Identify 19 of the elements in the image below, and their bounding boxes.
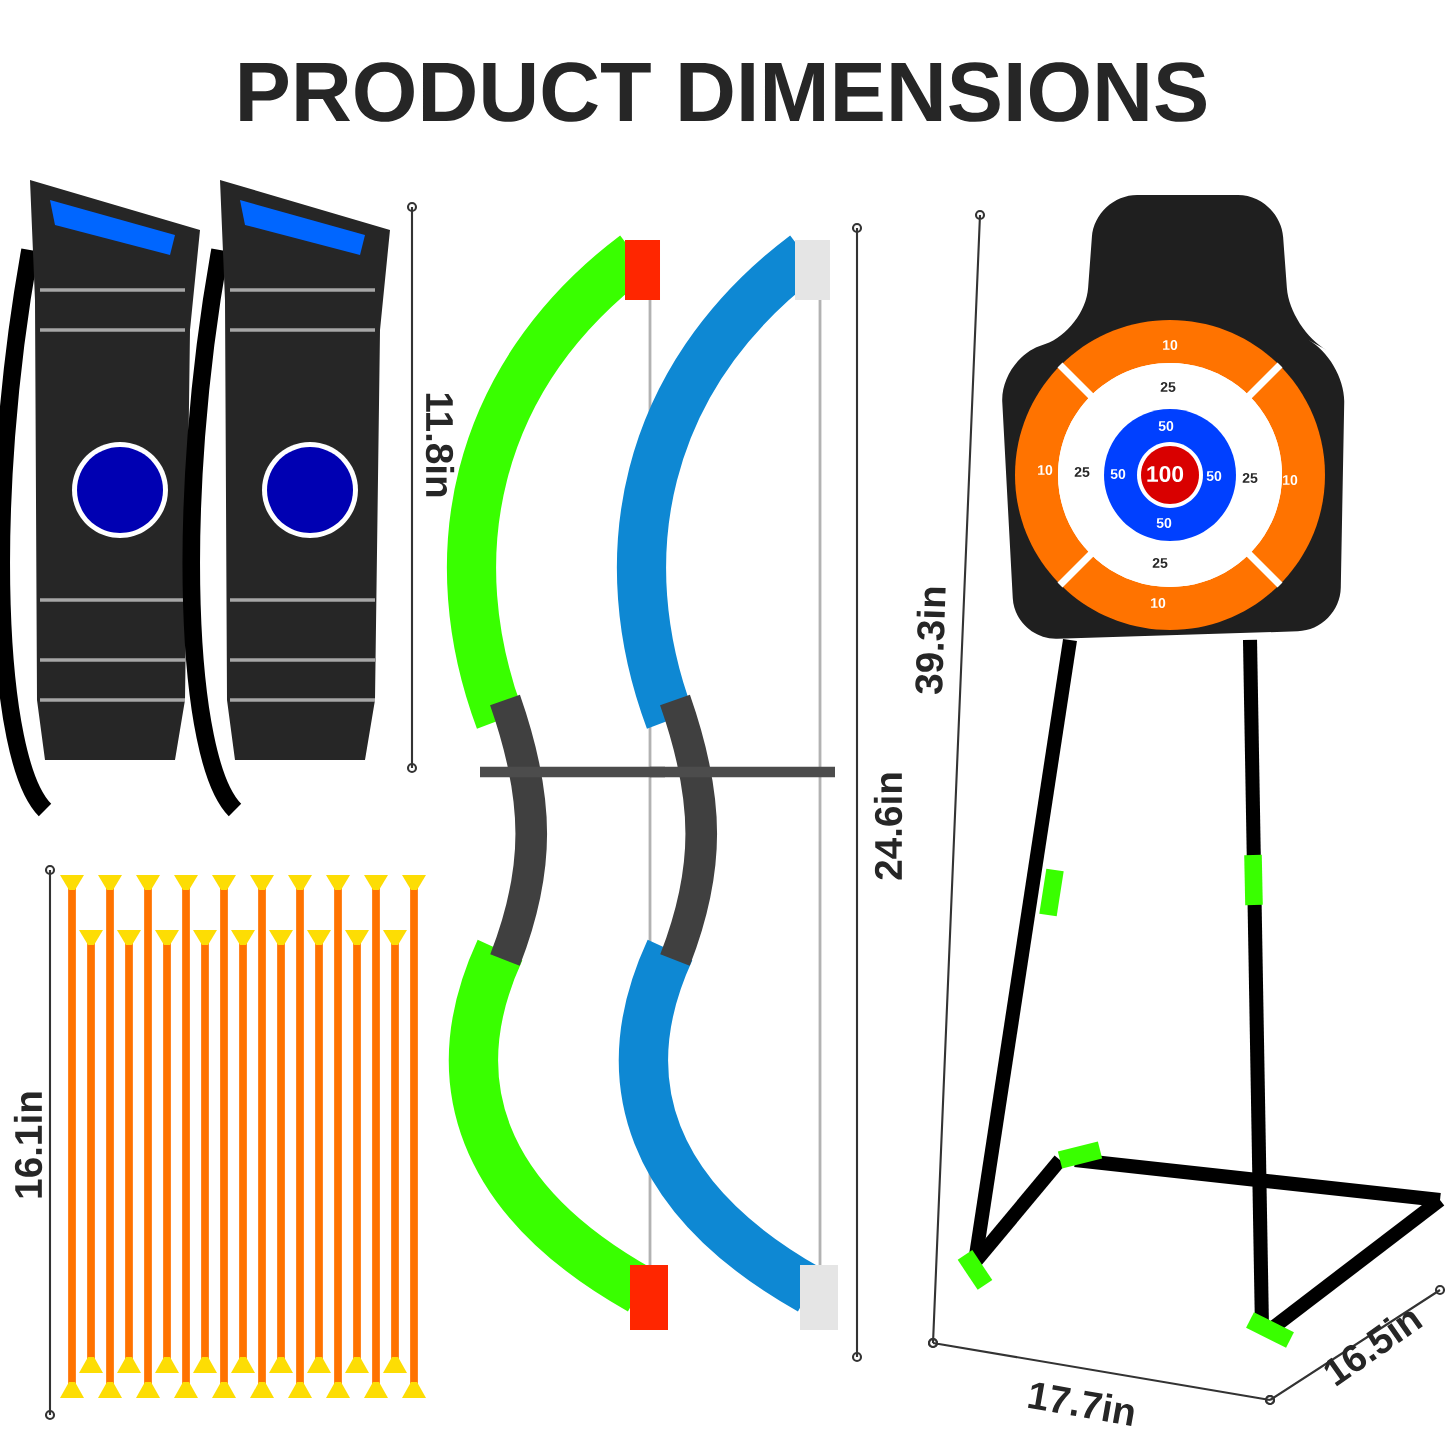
dimension-label: 39.3in	[915, 587, 946, 695]
dimension-label: 16.1in	[13, 1092, 43, 1198]
target-score: 50	[1206, 471, 1222, 481]
target-score: 50	[1156, 518, 1172, 528]
target-score: 25	[1074, 467, 1090, 477]
dimension-label: 17.7in	[1027, 1382, 1134, 1426]
target-score: 25	[1152, 558, 1168, 568]
target-score: 10	[1283, 475, 1298, 485]
target-score: 25	[1160, 382, 1176, 392]
target-score: 25	[1242, 473, 1258, 483]
target-score: 10	[1038, 465, 1053, 475]
target-score: 10	[1163, 340, 1178, 350]
dimension-label: 24.6in	[873, 773, 903, 880]
target-score: 50	[1110, 469, 1126, 479]
dimension-label: 11.8in	[425, 393, 455, 497]
target-score: 50	[1158, 421, 1174, 431]
title: PRODUCT DIMENSIONS	[240, 62, 1206, 122]
target-score: 10	[1151, 598, 1166, 608]
target-score: 100	[1147, 465, 1184, 483]
